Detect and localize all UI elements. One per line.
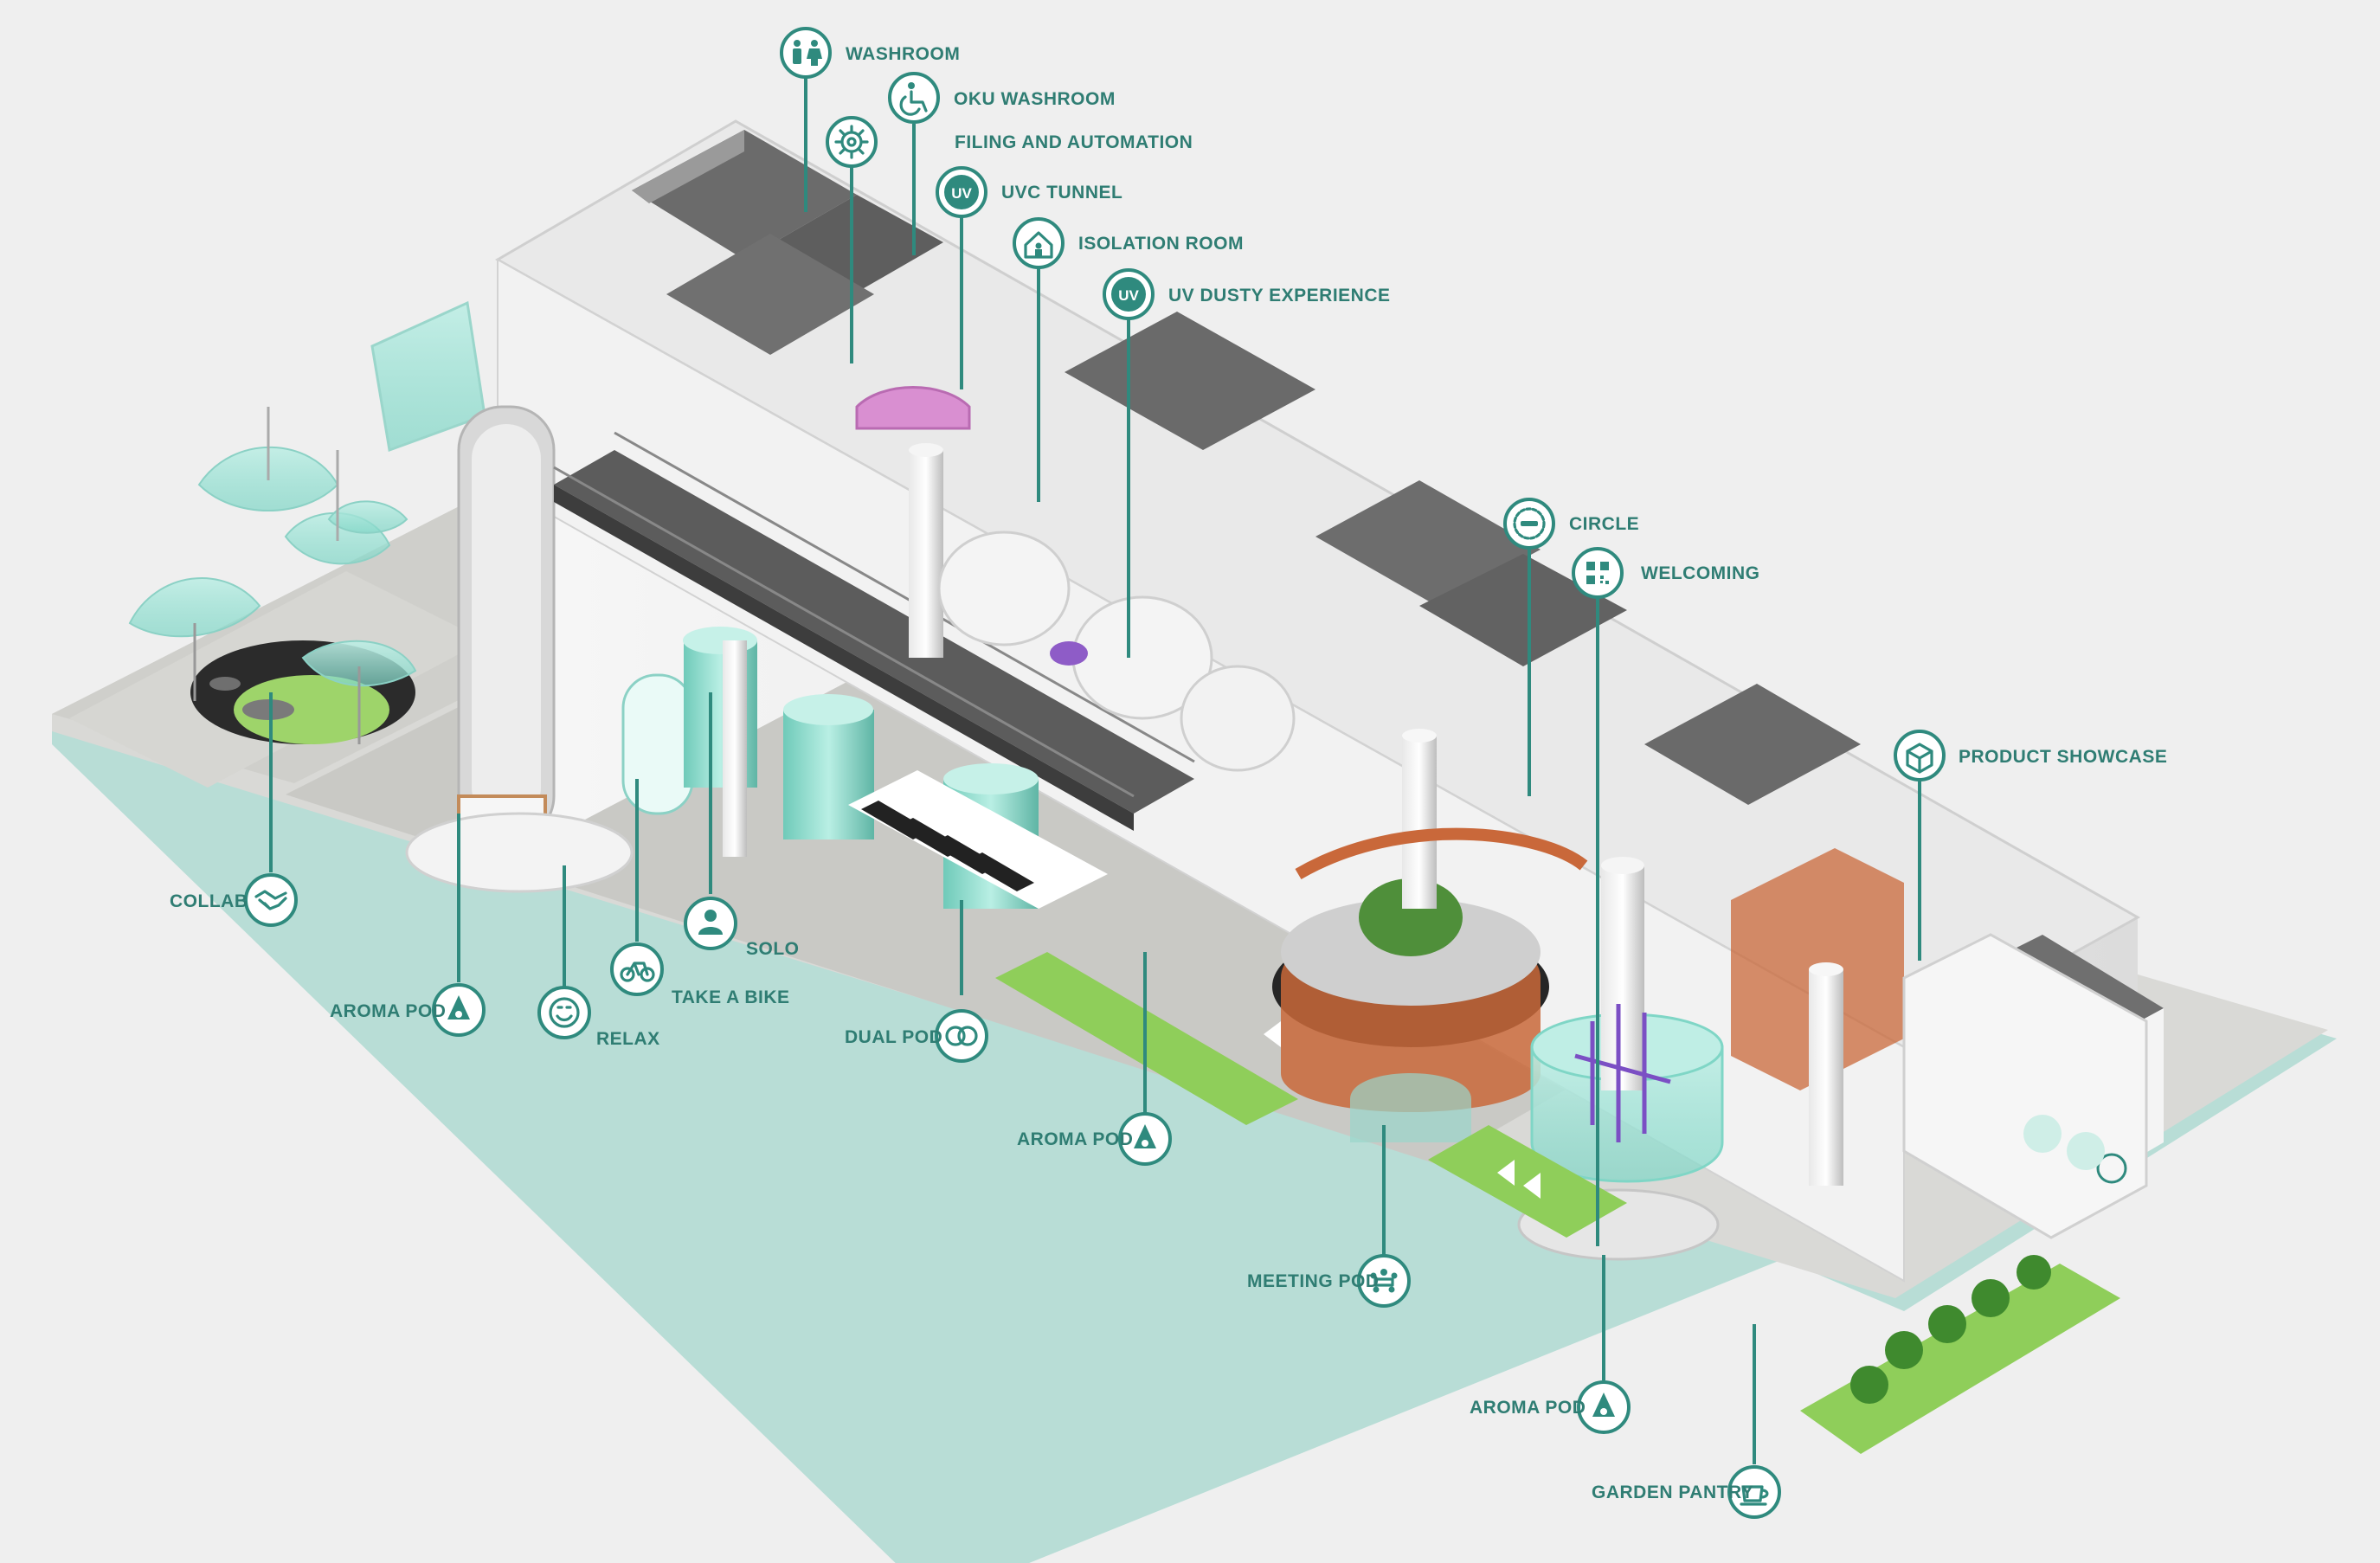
pods-left xyxy=(621,443,1039,909)
solo-callout: SOLO xyxy=(684,897,800,959)
aroma-pod-left-label: AROMA POD xyxy=(330,1001,446,1021)
aroma-pod-right-callout: AROMA POD xyxy=(1470,1380,1631,1434)
uv-dusty-label: UV DUSTY EXPERIENCE xyxy=(1168,286,1391,306)
washroom-label: WASHROOM xyxy=(846,44,960,64)
meeting-pod-label: MEETING POD xyxy=(1247,1271,1380,1291)
product-showcase-label: PRODUCT SHOWCASE xyxy=(1959,747,2167,767)
path-arrows xyxy=(1264,1021,1541,1199)
uv-dusty-callout: UV UV DUSTY EXPERIENCE xyxy=(1103,268,1391,320)
solo-label: SOLO xyxy=(746,939,800,959)
crosswalk xyxy=(848,770,1108,909)
roof-rooms xyxy=(632,130,2164,1203)
tunnel-slide xyxy=(370,300,634,893)
filing-automation-callout: FILING AND AUTOMATION xyxy=(826,116,1193,168)
dual-circles-icon xyxy=(935,1009,988,1063)
welcoming-label: WELCOMING xyxy=(1641,563,1759,583)
garden-pantry-callout: GARDEN PANTRY xyxy=(1592,1465,1781,1519)
circle-callout: CIRCLE xyxy=(1503,498,1639,550)
meeting-pod-callout: MEETING POD xyxy=(1247,1254,1411,1308)
uvc-tunnel-label: UVC TUNNEL xyxy=(1001,183,1122,203)
relax-callout: RELAX xyxy=(537,986,660,1049)
product-showcase-area xyxy=(1731,848,2148,1239)
leader-lines xyxy=(269,76,1921,1464)
dual-pod-label: DUAL POD xyxy=(845,1027,942,1047)
aroma-pod-right-label: AROMA POD xyxy=(1470,1398,1586,1418)
smiley-icon xyxy=(537,986,591,1039)
collab-label: COLLAB xyxy=(170,891,248,911)
aroma-pod-mid-label: AROMA POD xyxy=(1017,1129,1133,1149)
relax-label: RELAX xyxy=(596,1029,660,1049)
welcoming-callout: WELCOMING xyxy=(1572,547,1759,599)
take-a-bike-callout: TAKE A BIKE xyxy=(610,942,790,1007)
qr-code-icon xyxy=(1572,547,1624,599)
handshake-icon xyxy=(244,873,298,927)
meeting-group-icon xyxy=(1357,1254,1411,1308)
garden-pantry-label: GARDEN PANTRY xyxy=(1592,1483,1753,1502)
oku-washroom-label: OKU WASHROOM xyxy=(954,89,1116,109)
product-showcase-callout: PRODUCT SHOWCASE xyxy=(1894,730,2167,782)
person-icon xyxy=(684,897,737,950)
circle-label: CIRCLE xyxy=(1569,514,1639,534)
uv-icon-text: UV xyxy=(951,185,972,202)
isolation-room-label: ISOLATION ROOM xyxy=(1078,234,1244,254)
open-box-icon xyxy=(1894,730,1946,782)
uv-domes xyxy=(855,386,1296,772)
aroma-pod-mid-callout: AROMA POD xyxy=(1017,1112,1172,1166)
meeting-pod xyxy=(1272,729,1588,1142)
collab-callout: COLLAB xyxy=(170,873,298,927)
oku-washroom-callout: OKU WASHROOM xyxy=(888,72,1116,124)
aroma-pod-left-callout: AROMA POD xyxy=(330,983,486,1037)
isolation-room-callout: ISOLATION ROOM xyxy=(1013,217,1244,269)
washroom-icon xyxy=(780,27,832,79)
washroom-callout: WASHROOM xyxy=(780,27,960,79)
walkway-bridge xyxy=(553,431,1195,831)
take-a-bike-label: TAKE A BIKE xyxy=(672,987,790,1007)
uvc-tunnel-callout: UV UVC TUNNEL xyxy=(936,166,1122,218)
filing-automation-label: FILING AND AUTOMATION xyxy=(955,132,1193,152)
dual-pod-callout: DUAL POD xyxy=(845,1009,988,1063)
uv-dusty-icon-text: UV xyxy=(1118,287,1139,304)
welcoming-pod xyxy=(1517,857,1724,1261)
